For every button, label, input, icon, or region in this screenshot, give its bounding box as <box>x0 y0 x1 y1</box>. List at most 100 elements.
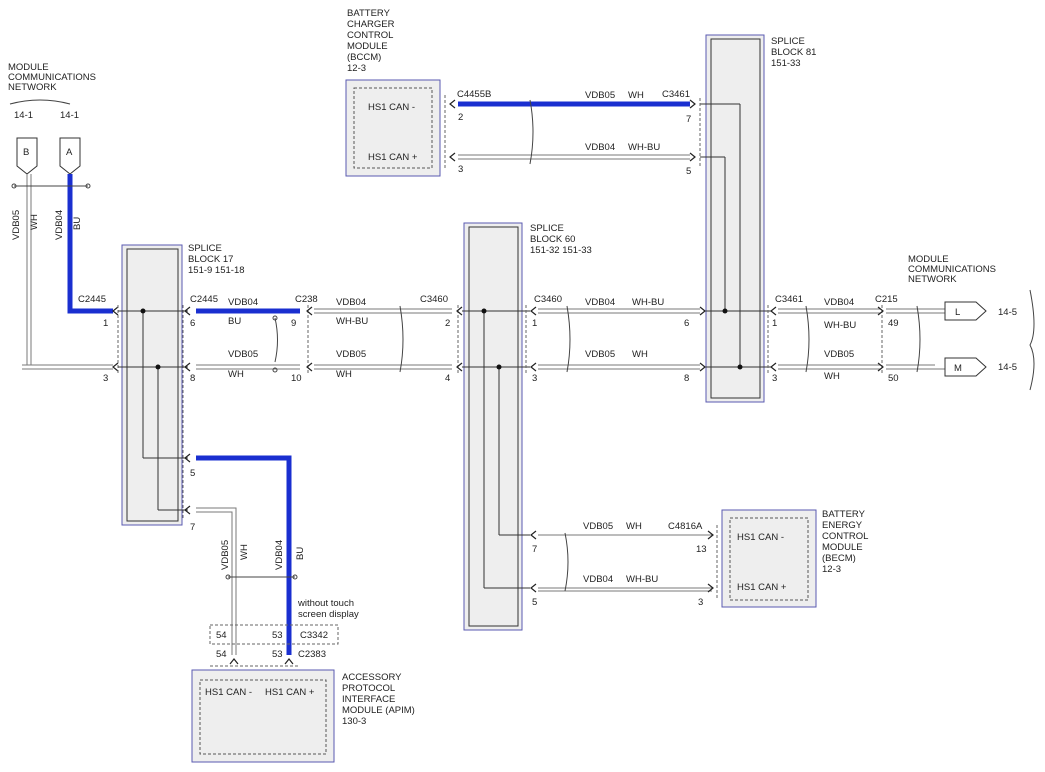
becm-name-5: (BECM) <box>822 553 856 564</box>
pin-3-sb60: 3 <box>532 373 537 384</box>
label-wh-mid: WH <box>336 369 352 380</box>
twist-apim-a <box>225 574 231 580</box>
pin-7-sb17: 7 <box>190 522 195 533</box>
pin-1-sb81: 1 <box>772 318 777 329</box>
conn-c3461-top: C3461 <box>662 89 690 100</box>
label-whbu-bccm: WH-BU <box>628 142 660 153</box>
becm-name-4: MODULE <box>822 542 863 553</box>
note-touch-2: screen display <box>298 609 359 620</box>
becm-name-1: BATTERY <box>822 509 866 520</box>
label-vdb05-becm: VDB05 <box>583 521 613 532</box>
pin-arrow-6 <box>184 306 191 316</box>
label-wh-sb60: WH <box>632 349 648 360</box>
sb81-node-b <box>737 364 743 370</box>
label-vdb04-mid: VDB04 <box>336 297 366 308</box>
conn-c2445-left: C2445 <box>78 294 106 305</box>
label-wh-bccm: WH <box>628 90 644 101</box>
pin-4-c3460: 4 <box>445 373 450 384</box>
apim-pin-plus: HS1 CAN + <box>265 687 315 698</box>
sb60-pin-3 <box>530 362 537 372</box>
twist-end-left <box>11 183 17 189</box>
wire-vdb04-left <box>67 174 113 314</box>
bccm-name-3: CONTROL <box>347 30 393 41</box>
pin-arrow-5 <box>184 453 191 463</box>
sb81-inner <box>710 38 761 399</box>
twist-mid <box>399 305 404 373</box>
sb81-pin-3 <box>770 362 777 372</box>
right-network-label-3: NETWORK <box>908 274 957 285</box>
pin-3-sb81: 3 <box>772 373 777 384</box>
sb17-label-2: BLOCK 17 <box>188 254 233 265</box>
label-vdb04-bccm: VDB04 <box>585 142 615 153</box>
conn-c3461-right: C3461 <box>775 294 803 305</box>
label-wh-sb17: WH <box>228 369 244 380</box>
becm-pin-plus: HS1 CAN + <box>737 582 787 593</box>
conn-c215: C215 <box>875 294 898 305</box>
bccm-pin-3 <box>449 152 456 162</box>
becm-box <box>721 509 817 608</box>
left-network-label-1: MODULE <box>8 62 49 73</box>
sb17-label-3: 151-9 151-18 <box>188 265 245 276</box>
pin-arrow-1 <box>112 306 119 316</box>
sb81-label-1: SPLICE <box>771 36 805 47</box>
apim-pin-53 <box>284 658 294 665</box>
c238-pin-b <box>306 362 313 372</box>
label-vdb04-left: VDB04 <box>54 210 65 240</box>
sb81-pin-1 <box>770 306 777 316</box>
c3460-pin-a <box>456 306 463 316</box>
apim-name-3: INTERFACE <box>342 694 395 705</box>
bccm-name-6: 12-3 <box>347 63 366 74</box>
port-m-label: M <box>954 363 962 374</box>
left-network-label-2: COMMUNICATIONS <box>8 72 96 83</box>
pin-1-left: 1 <box>103 318 108 329</box>
sb81-label-2: BLOCK 81 <box>771 47 816 58</box>
twist-sb17-a <box>272 315 278 321</box>
sb17-label-1: SPLICE <box>188 243 222 254</box>
pin-6-sb17: 6 <box>190 318 195 329</box>
apim-inner <box>199 679 327 755</box>
pin-9: 9 <box>291 318 296 329</box>
c215-pin-50 <box>877 362 884 372</box>
sb81-pin-7 <box>689 99 696 109</box>
twist-bccm <box>529 99 534 165</box>
port-a-icon <box>59 137 81 175</box>
port-m-icon <box>944 357 987 377</box>
conn-c4816a: C4816A <box>668 521 703 532</box>
splice-block-60: SPLICE BLOCK 60 151-32 151-33 <box>462 222 592 631</box>
sb60-pin-5 <box>530 583 537 593</box>
pin-10: 10 <box>291 373 302 384</box>
becm-pin-13 <box>707 530 714 540</box>
apim-pin-54 <box>229 658 239 665</box>
right-brace <box>1029 289 1035 391</box>
pin-8-sb81: 8 <box>684 373 689 384</box>
port-l-icon <box>944 301 987 321</box>
conn-c4455b: C4455B <box>457 89 491 100</box>
twist-end-right <box>85 183 91 189</box>
pin-arrow-8 <box>184 362 191 372</box>
wire-vdb05-apim <box>196 507 237 655</box>
pin-5-sb17: 5 <box>190 468 195 479</box>
conn-c3460-left: C3460 <box>420 294 448 305</box>
sb60-node-a <box>481 308 487 314</box>
label-wh-apim: WH <box>239 544 250 560</box>
conn-c3342: C3342 <box>300 630 328 641</box>
pin-3-left: 3 <box>103 373 108 384</box>
sb17-node-b <box>155 364 161 370</box>
note-touch-1: without touch <box>297 598 354 609</box>
label-wh-left: WH <box>29 214 40 230</box>
label-bu-left: BU <box>72 217 83 230</box>
becm-module: HS1 CAN - HS1 CAN + BATTERY ENERGY CONTR… <box>721 509 868 608</box>
label-vdb04-becm: VDB04 <box>583 574 613 585</box>
port-a-label: A <box>66 147 73 158</box>
label-vdb05-bccm: VDB05 <box>585 90 615 101</box>
pin-6-sb81: 6 <box>684 318 689 329</box>
label-whbu-sb60: WH-BU <box>632 297 664 308</box>
label-vdb05-mid: VDB05 <box>336 349 366 360</box>
bccm-inner <box>353 87 433 169</box>
sb60-label-1: SPLICE <box>530 223 564 234</box>
label-whbu-becm: WH-BU <box>626 574 658 585</box>
c238-pin-a <box>306 306 313 316</box>
twist-apim-b <box>292 574 298 580</box>
apim-module: HS1 CAN - HS1 CAN + ACCESSORY PROTOCOL I… <box>191 669 415 763</box>
wire-vdb04-apim <box>196 455 292 655</box>
